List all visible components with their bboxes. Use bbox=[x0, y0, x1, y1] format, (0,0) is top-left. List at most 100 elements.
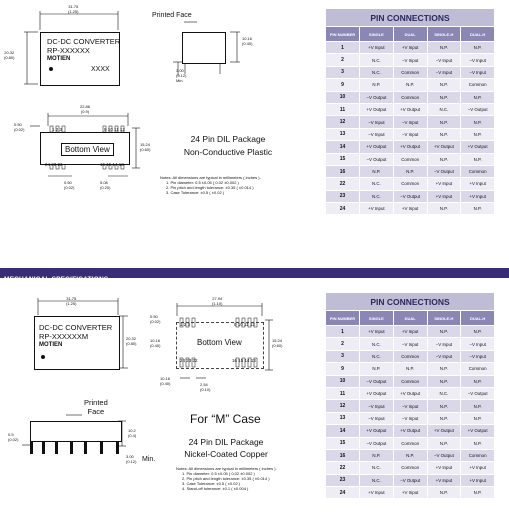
converter-bottom-view: Bottom View bbox=[40, 132, 130, 165]
pin-function-cell: N.C. bbox=[359, 473, 394, 488]
pin-function-cell: −V Input bbox=[460, 349, 495, 364]
pin-number-cell: 3 bbox=[325, 65, 360, 80]
pin-number-cell: 15 bbox=[325, 152, 360, 166]
note-line: 2. Pin pitch and length tolerance: ±0.35… bbox=[182, 476, 270, 481]
pins-top-right: 9 10 11 12 bbox=[104, 127, 125, 132]
pin-function-cell: N.C. bbox=[426, 386, 462, 401]
pin-function-cell: N.P. bbox=[460, 486, 495, 500]
col-header-dual: DUAL bbox=[392, 26, 428, 42]
pin-number-cell: 9 bbox=[325, 78, 360, 92]
note-line: 3. Case Tolerance: ±0.5 ( ±0.02 ) bbox=[182, 481, 241, 486]
pin-function-cell: N.P. bbox=[426, 78, 462, 92]
m-pins-bottom-left: 24 23 22 bbox=[180, 358, 198, 363]
pin-function-cell: −V Input bbox=[426, 53, 462, 67]
m-package-type: 24 Pin DIL Package bbox=[188, 437, 264, 447]
pin-function-cell: N.C. bbox=[359, 177, 394, 191]
pin-number-cell: 11 bbox=[325, 102, 360, 117]
module-code: XXXX bbox=[91, 66, 110, 73]
printed-face-label: Printed Face bbox=[152, 12, 192, 19]
col-header-pin: PIN NUMBER bbox=[325, 26, 360, 42]
pin-number-cell: 2 bbox=[325, 337, 360, 351]
pin-function-cell: −V Output bbox=[392, 189, 428, 204]
pin-function-cell: −V Input bbox=[392, 399, 428, 413]
pin-function-cell: +V Input bbox=[426, 189, 462, 204]
pin-function-cell: Common bbox=[392, 374, 428, 388]
pin-function-cell: N.C. bbox=[426, 102, 462, 117]
pin-function-cell: +V Output bbox=[392, 140, 428, 154]
pin-function-cell: −V Input bbox=[392, 53, 428, 67]
pin-function-cell: N.P. bbox=[426, 324, 462, 339]
pin-number-cell: 13 bbox=[325, 127, 360, 142]
converter-m-side-view bbox=[30, 421, 122, 442]
pin-function-cell: −V Output bbox=[460, 386, 495, 401]
pin-function-cell: −V Input bbox=[359, 399, 394, 413]
pin-function-cell: N.P. bbox=[426, 374, 462, 388]
section-title: MECHANICAL SPECIFICATIONS bbox=[4, 276, 109, 283]
pin-function-cell: +V Output bbox=[392, 424, 428, 438]
pin-function-cell: Common bbox=[460, 78, 495, 92]
pin-function-cell: +V Input bbox=[460, 177, 495, 191]
note-line: 1. Pin diameter: 0.5 ±0.05 ( 0.02 ±0.002… bbox=[182, 471, 255, 476]
pin-function-cell: N.C. bbox=[359, 349, 394, 364]
note-line: 3. Case Tolerance: ±0.5 ( ±0.02 ) bbox=[166, 190, 225, 195]
pin-function-cell: N.P. bbox=[426, 127, 462, 142]
pin-function-cell: Common bbox=[392, 65, 428, 80]
top-dim-height: 20.32 (0.80) bbox=[4, 50, 15, 60]
bv-dim-b1: 0.50 (0.02) bbox=[64, 180, 75, 190]
pin-function-cell: −V Input bbox=[359, 411, 394, 426]
pin-number-cell: 10 bbox=[325, 374, 360, 388]
pin-function-cell: Common bbox=[392, 349, 428, 364]
pin-function-cell: −V Output bbox=[359, 436, 394, 450]
m-bv-dim-b2: 2.54 (0.10) bbox=[200, 382, 211, 392]
pin-function-cell: +V Input bbox=[359, 40, 394, 55]
converter-side-view bbox=[182, 32, 226, 64]
note-line: Notes: All dimensions are typical in mil… bbox=[176, 466, 277, 471]
converter-top-view: DC-DC CONVERTER RP-XXXXXX MOTIEN XXXX bbox=[40, 32, 120, 86]
pin-function-cell: N.C. bbox=[359, 189, 394, 204]
bv-dim-b2: 5.08 (0.20) bbox=[100, 180, 111, 190]
pin-function-cell: N.P. bbox=[426, 90, 462, 104]
side-dim-pin: 3.00 (0.12) Min. bbox=[176, 68, 187, 83]
package-material: Non-Conductive Plastic bbox=[183, 147, 273, 157]
col-header-single-h: SINGLE-H bbox=[426, 26, 462, 42]
pin-function-cell: N.P. bbox=[426, 399, 462, 413]
pin-function-cell: −V Output bbox=[426, 448, 462, 463]
pin-function-cell: +V Input bbox=[359, 486, 394, 500]
pin-function-cell: N.P. bbox=[426, 202, 462, 216]
pin-number-cell: 12 bbox=[325, 399, 360, 413]
pin-number-cell: 2 bbox=[325, 53, 360, 67]
pin-function-cell: N.P. bbox=[460, 152, 495, 166]
pin-function-cell: −V Input bbox=[460, 65, 495, 80]
pin-function-cell: Common bbox=[460, 362, 495, 376]
table-row: 14+V Output+V Output+V Output+V Output bbox=[325, 140, 495, 154]
m-bv-dim-right: 15.24 (0.60) bbox=[272, 338, 283, 348]
pin-function-cell: +V Input bbox=[359, 324, 394, 339]
pin-function-cell: N.P. bbox=[460, 399, 495, 413]
pin-function-cell: −V Input bbox=[392, 411, 428, 426]
pins-top-left: 1 2 3 bbox=[52, 127, 63, 132]
pin-number-cell: 24 bbox=[325, 202, 360, 216]
top-dim-width: 31.75 (1.25) bbox=[68, 4, 79, 14]
pin-number-cell: 11 bbox=[325, 386, 360, 401]
m-module-label-line2: RP-XXXXXXM bbox=[39, 332, 89, 341]
pin-function-cell: +V Output bbox=[359, 102, 394, 117]
pin1-dot-icon bbox=[49, 67, 53, 71]
bv-dim-left: 0.50 (0.02) bbox=[14, 122, 25, 132]
pin-function-cell: +V Output bbox=[460, 140, 495, 154]
pin-number-cell: 23 bbox=[325, 473, 360, 488]
pin-number-cell: 9 bbox=[325, 362, 360, 376]
m-side-dim-left: 0.5 (0.02) bbox=[8, 432, 19, 442]
bottom-view-label: Bottom View bbox=[61, 143, 114, 156]
section-header-bar: MECHANICAL SPECIFICATIONS bbox=[0, 268, 509, 283]
pin-function-cell: +V Input bbox=[392, 202, 428, 216]
